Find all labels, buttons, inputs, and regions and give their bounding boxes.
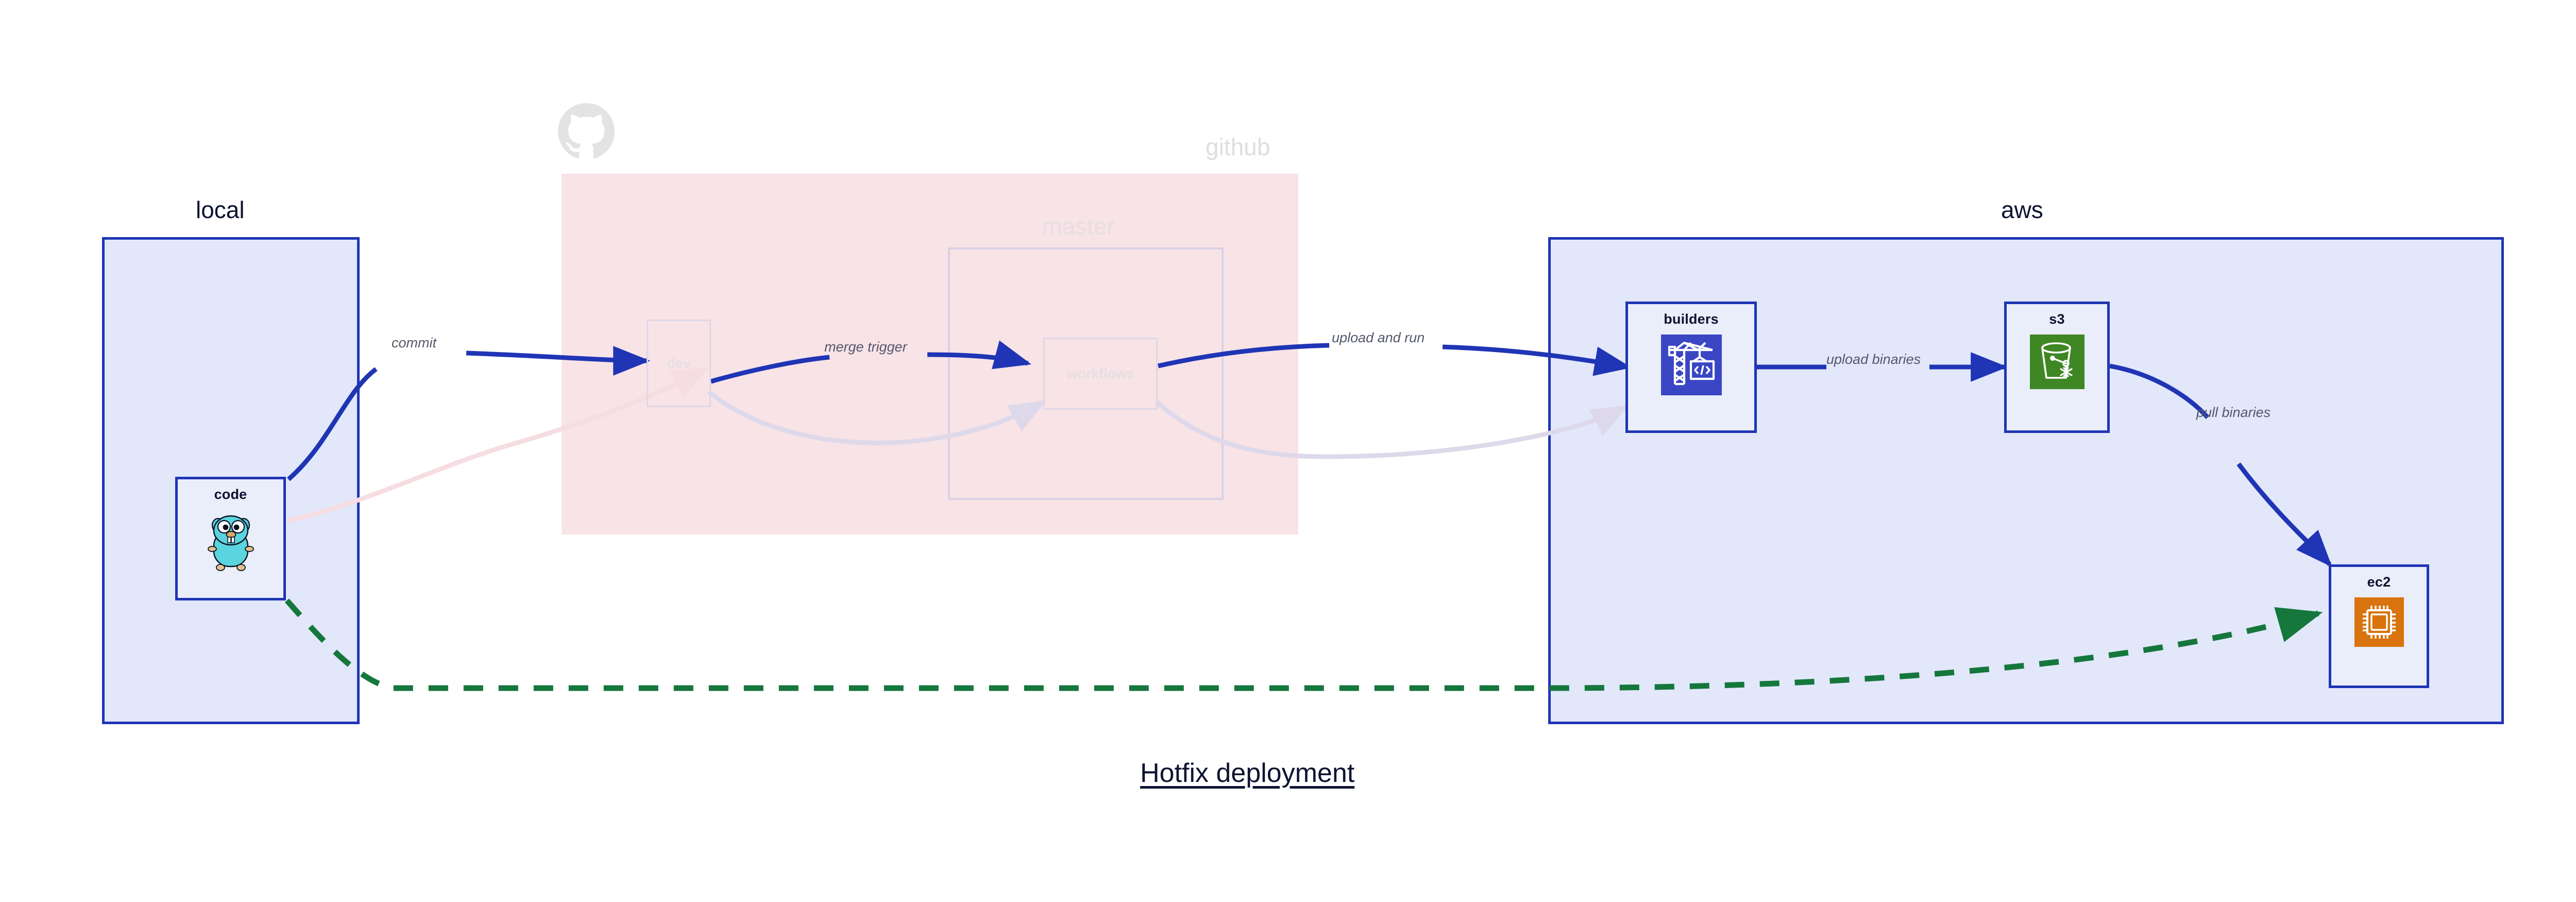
go-gopher-icon — [204, 510, 258, 574]
s3-bucket-icon — [2029, 335, 2084, 389]
node-code-label: code — [214, 487, 247, 502]
crane-code-icon — [1660, 335, 1722, 395]
group-master — [948, 247, 1224, 500]
node-code[interactable]: code — [175, 477, 286, 600]
edge-label-commit: commit — [392, 335, 436, 350]
github-octocat-icon — [558, 103, 615, 160]
node-s3-label: s3 — [2049, 311, 2065, 327]
edge-label-merge-trigger: merge trigger — [824, 339, 907, 355]
edge-label-upload-and-run: upload and run — [1332, 330, 1425, 345]
node-builders-label: builders — [1664, 311, 1719, 327]
node-workflows-label: workflows — [1066, 365, 1135, 381]
node-ec2[interactable]: ec2 — [2329, 564, 2429, 688]
diagram-title: Hotfix deployment — [1140, 758, 1355, 788]
node-s3[interactable]: s3 — [2004, 302, 2110, 433]
edge-label-pull-binaries: pull binaries — [2196, 405, 2271, 420]
group-label-master: master — [1042, 213, 1115, 240]
group-label-github: github — [1206, 133, 1270, 160]
node-dev-label: dev — [667, 355, 691, 371]
node-builders[interactable]: builders — [1625, 302, 1757, 433]
group-label-aws: aws — [2001, 196, 2043, 223]
group-label-local: local — [196, 196, 245, 223]
cpu-chip-icon — [2354, 597, 2404, 647]
node-workflows: workflows — [1043, 338, 1158, 410]
node-ec2-label: ec2 — [2367, 574, 2391, 590]
node-dev: dev — [647, 320, 711, 407]
edge-label-upload-binaries: upload binaries — [1826, 352, 1921, 367]
